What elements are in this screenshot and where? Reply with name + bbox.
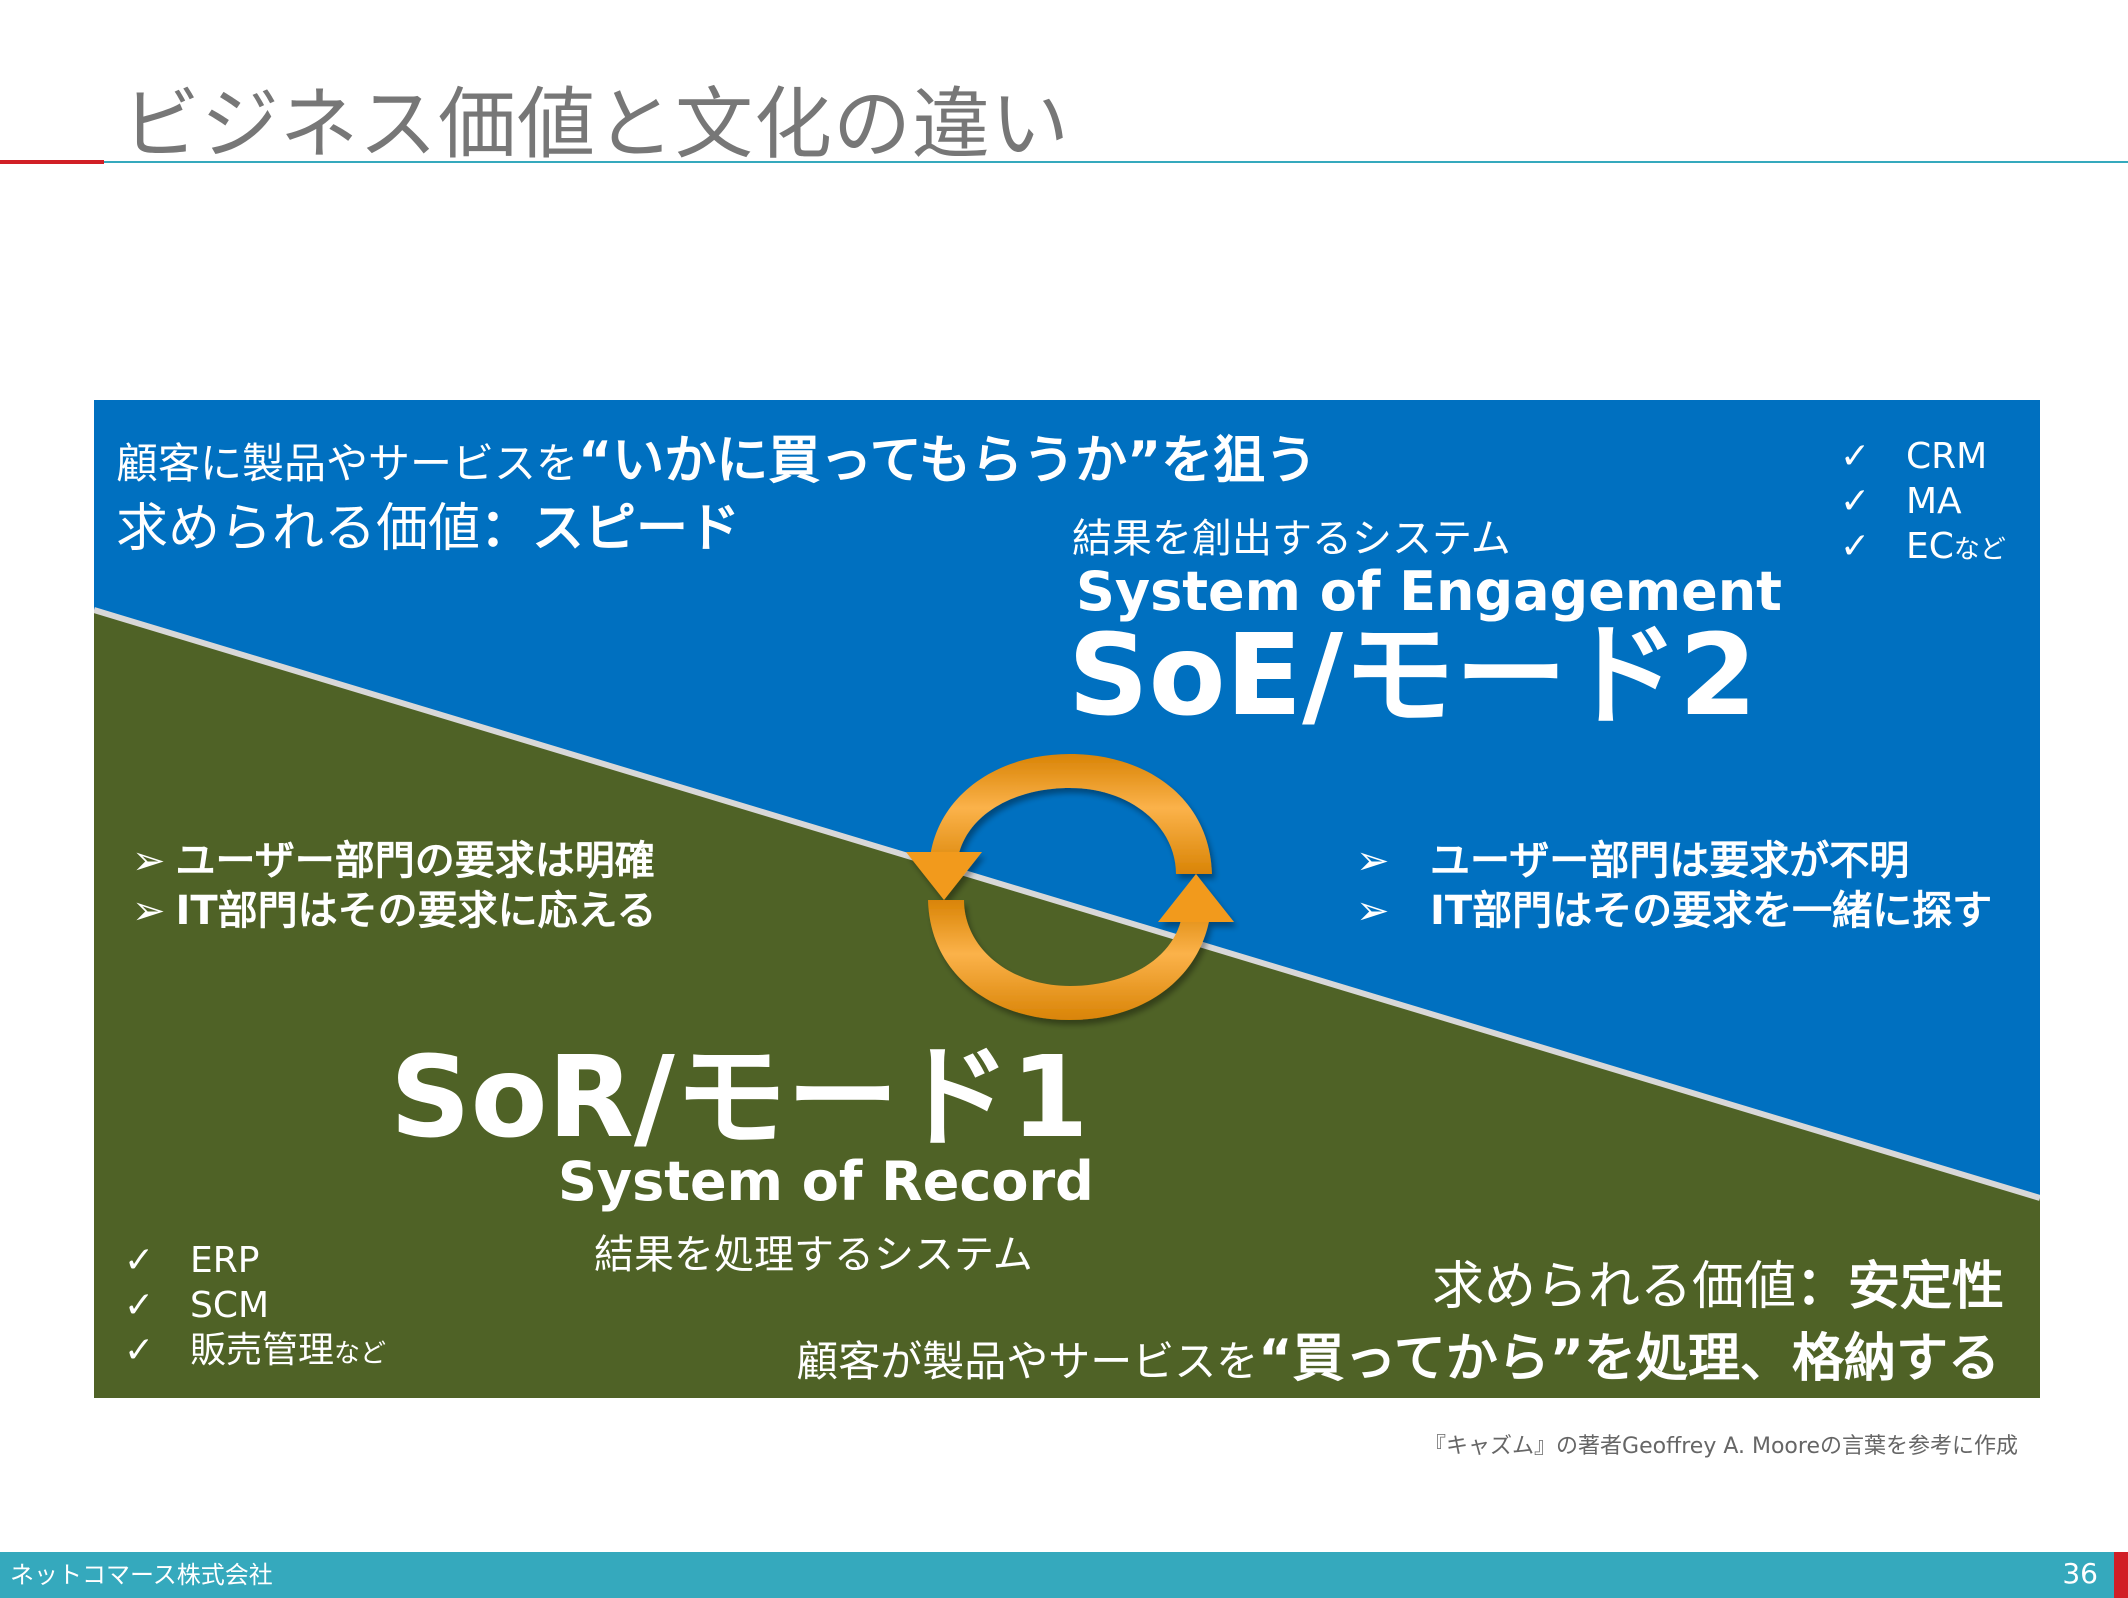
sor-required-value: 求められる価値：安定性: [1432, 1244, 2004, 1319]
soe-system-text: EC: [1906, 526, 1954, 567]
sor-system-item: ✓ ERP: [124, 1240, 386, 1285]
sor-system-item: ✓ 販売管理など: [124, 1330, 386, 1375]
sor-description: 顧客が製品やサービスを“買ってから”を処理、格納する: [796, 1316, 2000, 1391]
soe-description-emphasis: “いかに買ってもらうか”を狙う: [578, 431, 1318, 491]
soe-system-item: ✓ MA: [1840, 481, 2006, 526]
check-icon: ✓: [124, 1330, 155, 1371]
soe-bullet-text: IT部門はその要求を一緒に探す: [1430, 888, 1993, 934]
soe-value-emphasis: ：スピード: [480, 499, 741, 559]
page-title: ビジネス価値と文化の違い: [122, 80, 1071, 170]
sor-heading: SoR/モード1: [390, 1033, 1089, 1163]
soe-bullet-text: ユーザー部門は要求が不明: [1430, 838, 1910, 884]
sor-description-emphasis: “買ってから”を処理、格納する: [1258, 1329, 2000, 1389]
expectation-arrow-label: ユーザー部門のITへの期待の変化: [678, 291, 1370, 345]
region-divider: [94, 607, 2040, 1201]
arrow-bullet-icon: ➢: [132, 838, 166, 884]
sor-system-item: ✓ SCM: [124, 1285, 386, 1330]
sor-description-prefix: 顧客が製品やサービスを: [796, 1337, 1259, 1386]
soe-system-item: ✓ ECなど: [1840, 526, 2006, 571]
soe-system-list: ✓ CRM ✓ MA ✓ ECなど: [1840, 436, 2006, 571]
sor-bullet-item: ➢ユーザー部門の要求は明確: [132, 836, 656, 886]
sor-system-suffix: など: [334, 1339, 387, 1369]
sor-system-list: ✓ ERP ✓ SCM ✓ 販売管理など: [124, 1240, 386, 1375]
sor-bullet-text: IT部門はその要求に応える: [175, 888, 657, 934]
soe-description: 顧客に製品やサービスを“いかに買ってもらうか”を狙う: [116, 418, 1317, 493]
cycle-arrows-icon: [906, 754, 1234, 1020]
check-icon: ✓: [1840, 481, 1871, 522]
cycle-arrowhead-left: [906, 852, 982, 900]
title-rule-accent: [0, 160, 104, 164]
soe-heading: SoE/モード2: [1068, 611, 1757, 741]
soe-required-value: 求められる価値：スピード: [116, 486, 740, 561]
sor-value-emphasis: ：安定性: [1795, 1257, 2004, 1317]
sor-system-text: ERP: [190, 1240, 260, 1281]
sor-value-label: 求められる価値: [1431, 1257, 1796, 1317]
sor-bullet-text: ユーザー部門の要求は明確: [175, 838, 655, 884]
soe-english-name: System of Engagement: [1076, 560, 1782, 623]
cycle-arrow-lower: [928, 900, 1210, 1020]
soe-system-item: ✓ CRM: [1840, 436, 2006, 481]
soe-bullet-item: ➢ ユーザー部門は要求が不明: [1356, 836, 1992, 886]
page-number: 36: [2062, 1557, 2098, 1590]
sor-bullet-list: ➢ユーザー部門の要求は明確 ➢IT部門はその要求に応える: [132, 836, 656, 936]
sor-system-text: 販売管理: [190, 1330, 335, 1371]
sor-system-text: SCM: [190, 1285, 270, 1326]
source-note: 『キャズム』の著者Geoffrey A. Mooreの言葉を参考に作成: [1424, 1434, 2018, 1459]
footer-bar: [0, 1552, 2114, 1598]
cycle-arrowhead-right: [1158, 874, 1234, 922]
title-rule: [104, 161, 2128, 163]
sor-english-name: System of Record: [558, 1150, 1094, 1213]
soe-system-suffix: など: [1953, 535, 2006, 565]
sor-tagline: 結果を処理するシステム: [594, 1232, 1033, 1278]
soe-bullet-item: ➢ IT部門はその要求を一緒に探す: [1356, 886, 1992, 936]
footer-company: ネットコマース株式会社: [10, 1561, 273, 1589]
soe-system-text: CRM: [1906, 436, 1988, 477]
footer-accent: [2114, 1552, 2128, 1598]
arrow-bullet-icon: ➢: [132, 888, 166, 934]
cycle-arrow-upper: [930, 754, 1212, 874]
soe-value-label: 求められる価値: [116, 499, 481, 559]
check-icon: ✓: [1840, 526, 1871, 567]
arrow-bullet-icon: ➢: [1356, 888, 1390, 934]
check-icon: ✓: [1840, 436, 1871, 477]
soe-bullet-list: ➢ ユーザー部門は要求が不明 ➢ IT部門はその要求を一緒に探す: [1356, 836, 1992, 936]
arrow-bullet-icon: ➢: [1356, 838, 1390, 884]
soe-description-prefix: 顧客に製品やサービスを: [116, 439, 579, 488]
soe-tagline: 結果を創出するシステム: [1072, 516, 1511, 562]
check-icon: ✓: [124, 1285, 155, 1326]
check-icon: ✓: [124, 1240, 155, 1281]
soe-system-text: MA: [1906, 481, 1962, 522]
sor-bullet-item: ➢IT部門はその要求に応える: [132, 886, 656, 936]
